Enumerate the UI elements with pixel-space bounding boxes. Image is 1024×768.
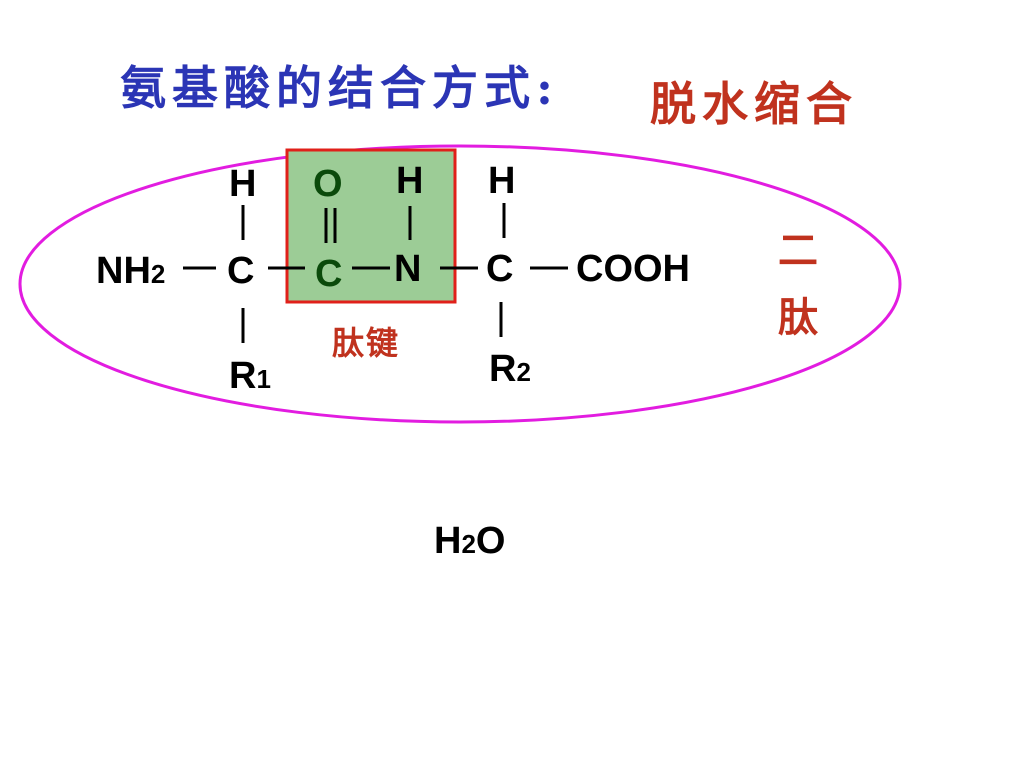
r2-subscript: 2 bbox=[516, 357, 531, 387]
water-subscript: 2 bbox=[461, 529, 476, 559]
r1-letter: R bbox=[229, 355, 257, 397]
dipeptide-ellipse bbox=[18, 144, 902, 424]
water-molecule: H2O bbox=[434, 520, 505, 563]
amide-nitrogen: N bbox=[394, 248, 422, 290]
c1-alpha-carbon: C bbox=[227, 250, 255, 292]
peptide-bond-label: 肽键 bbox=[332, 324, 401, 362]
carbonyl-carbon: C bbox=[315, 253, 343, 295]
water-hydrogen: H bbox=[434, 520, 462, 562]
carboxyl-group: COOH bbox=[576, 248, 690, 290]
amide-hydrogen: H bbox=[396, 160, 424, 202]
r2-letter: R bbox=[489, 348, 517, 390]
title-emphasis: 脱水缩合 bbox=[650, 77, 858, 131]
r1-group: R1 bbox=[229, 355, 271, 398]
title-main: 氨基酸的结合方式: bbox=[120, 61, 559, 115]
r2-group: R2 bbox=[489, 348, 531, 391]
carbonyl-oxygen: O bbox=[313, 163, 343, 205]
c1-hydrogen: H bbox=[229, 163, 257, 205]
water-oxygen: O bbox=[475, 520, 506, 562]
c3-alpha-carbon: C bbox=[486, 248, 514, 290]
peptide-bond-highlight bbox=[285, 148, 457, 304]
amino-subscript: 2 bbox=[150, 259, 166, 289]
dipeptide-label-bottom: 肽 bbox=[778, 294, 818, 341]
dipeptide-label-top: 二 bbox=[778, 227, 818, 274]
slide-title: 氨基酸的结合方式: bbox=[120, 52, 559, 118]
c3-hydrogen: H bbox=[488, 160, 516, 202]
amino-group: NH2 bbox=[96, 250, 165, 293]
r1-subscript: 1 bbox=[256, 364, 271, 394]
amino-n-h: NH bbox=[96, 250, 151, 292]
